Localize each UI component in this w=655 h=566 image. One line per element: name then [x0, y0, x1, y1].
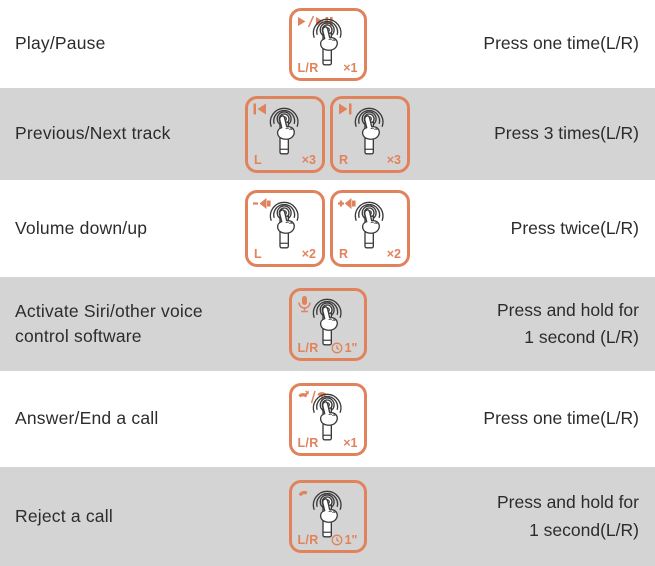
tap-count-label: ×1 [343, 60, 358, 75]
earbud-side-label: L [254, 152, 262, 167]
instruction-line: Press 3 times(L/R) [494, 123, 639, 144]
instruction-text: Press one time(L/R) [415, 405, 655, 432]
action-label: Previous/Next track [15, 123, 171, 144]
volume-down-icon [253, 197, 273, 210]
gesture-icons: L/R 1" [240, 287, 415, 361]
tap-count-label: ×1 [343, 435, 358, 450]
clock-icon [331, 534, 343, 546]
instruction-line-2: 1 second (L/R) [524, 327, 639, 347]
earbud-side-label: R [339, 247, 349, 261]
gesture-box: L/R ×1 [288, 7, 367, 81]
instruction-text: Press 3 times(L/R) [415, 120, 655, 147]
next-track-icon [338, 103, 352, 115]
gesture-box: L/R 1" [288, 480, 367, 553]
volume-up-icon [338, 197, 358, 210]
microphone-icon [297, 295, 312, 313]
answer-end-call-icon [297, 389, 329, 404]
gesture-box-left: L ×3 [245, 95, 325, 173]
gesture-icons: L ×2 R ×2 [240, 190, 415, 267]
tap-count-label: ×2 [301, 247, 316, 261]
instruction-text: Press twice(L/R) [415, 215, 655, 242]
gesture-box-right: R ×2 [330, 190, 410, 267]
clock-icon [331, 342, 343, 353]
hold-duration-label: 1" [331, 341, 358, 355]
tap-count-label: ×3 [386, 152, 401, 167]
duration-text: 1" [344, 340, 358, 355]
instruction-line: Press and hold for [496, 492, 639, 513]
instruction-line: Press one time(L/R) [483, 408, 639, 429]
action-label: Answer/End a call [15, 408, 159, 429]
action-label: Reject a call [15, 505, 113, 526]
instruction-text: Press and hold for 1 second(L/R) [415, 489, 655, 543]
earbud-side-label: L/R [297, 340, 319, 355]
control-row-answer-end-call: Answer/End a call L/R ×1 Press one [0, 371, 655, 467]
tap-count-label: ×3 [301, 152, 316, 167]
control-row-reject-call: Reject a call L/R 1" [0, 467, 655, 566]
gesture-icons: L ×3 R ×3 [240, 95, 415, 173]
gesture-box-left: L ×2 [245, 190, 325, 267]
control-row-volume: Volume down/up L ×2 [0, 180, 655, 277]
earbud-side-label: L [254, 247, 262, 261]
earbud-side-label: L/R [297, 435, 319, 450]
instruction-line: Press and hold for [496, 299, 639, 320]
hold-duration-label: 1" [331, 533, 358, 547]
gesture-icons: L/R ×1 [240, 7, 415, 81]
instruction-text: Press and hold for 1 second (L/R) [415, 297, 655, 351]
action-label: Play/Pause [15, 33, 106, 54]
control-row-prev-next: Previous/Next track L ×3 [0, 88, 655, 180]
gesture-box-right: R ×3 [330, 95, 410, 173]
earbud-side-label: R [339, 152, 349, 167]
action-label: Volume down/up [15, 217, 148, 238]
gesture-box: L/R ×1 [288, 382, 367, 456]
instruction-text: Press one time(L/R) [415, 30, 655, 57]
duration-text: 1" [344, 533, 358, 547]
earbud-side-label: L/R [297, 533, 319, 547]
action-label: Activate Siri/other voice control softwa… [15, 300, 203, 346]
instruction-line: Press one time(L/R) [483, 33, 639, 54]
reject-call-icon [297, 487, 310, 498]
control-row-voice-assistant: Activate Siri/other voice control softwa… [0, 277, 655, 371]
instruction-line: Press twice(L/R) [510, 217, 639, 238]
previous-track-icon [253, 103, 267, 115]
instruction-line-2: 1 second(L/R) [529, 519, 639, 540]
earbud-side-label: L/R [297, 60, 319, 75]
control-row-play-pause: Play/Pause L/R ×1 Press one time(L/ [0, 0, 655, 88]
tap-count-label: ×2 [386, 247, 401, 261]
gesture-box: L/R 1" [288, 287, 367, 361]
gesture-icons: L/R ×1 [240, 382, 415, 456]
gesture-icons: L/R 1" [240, 480, 415, 553]
